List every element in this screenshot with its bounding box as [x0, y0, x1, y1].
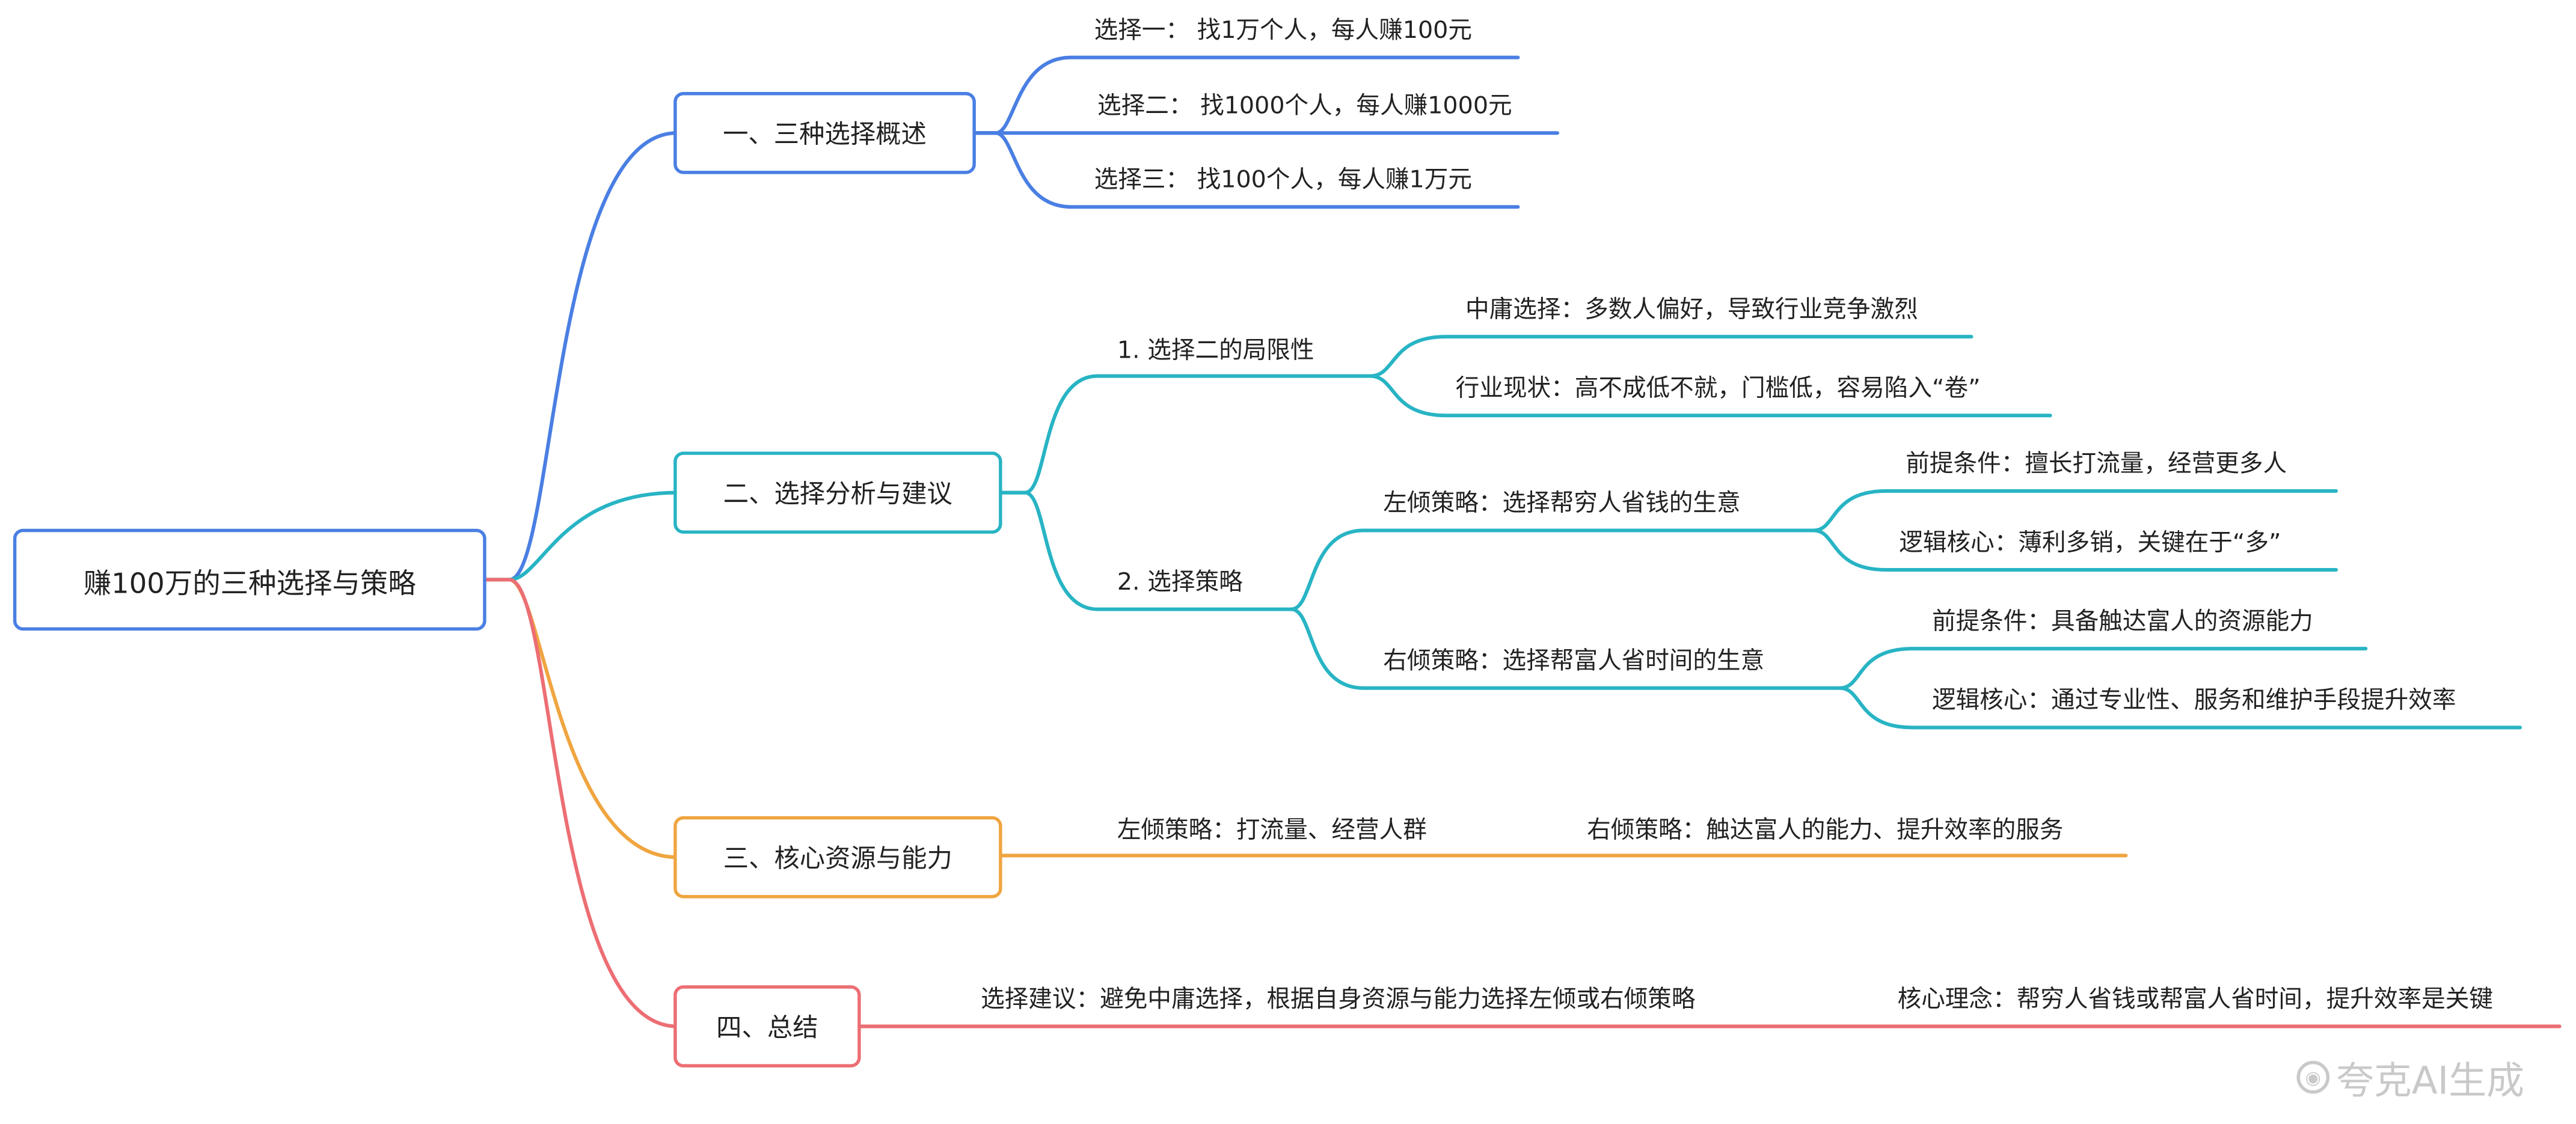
watermark: ◉ 夸克AI生成: [2296, 1049, 2524, 1105]
link-left-item2: [1812, 528, 2338, 572]
strategy-right[interactable]: 右倾策略：选择帮富人省时间的生意: [1383, 649, 1765, 675]
leaf-left-premise: 前提条件：擅长打流量，经营更多人: [1906, 451, 2287, 478]
link-sub2-left: [1289, 528, 1816, 611]
leaf-left-logic: 逻辑核心：薄利多销，关键在于“多”: [1899, 530, 2281, 557]
branch-node-summary[interactable]: 四、总结: [673, 985, 861, 1067]
branch-node-analysis[interactable]: 二、选择分析与建议: [673, 451, 1002, 534]
root-node-label: 赚100万的三种选择与策略: [83, 567, 416, 600]
leaf-choice-2: 选择二： 找1000个人，每人赚1000元: [1097, 93, 1512, 120]
leaf-right-resources: 右倾策略：触达富人的能力、提升效率的服务: [1587, 817, 2064, 845]
link-right-item1: [1838, 647, 2368, 690]
link-sub1-item1: [1368, 335, 1973, 378]
link-root-branch1: [484, 131, 679, 582]
link-right-item2: [1838, 686, 2522, 730]
link-sub1-item2: [1368, 374, 2052, 418]
leaf-middle-choice: 中庸选择：多数人偏好，导致行业竞争激烈: [1465, 297, 1918, 324]
leaf-right-premise: 前提条件：具备触达富人的资源能力: [1931, 609, 2313, 636]
leaf-right-logic: 逻辑核心：通过专业性、服务和维护手段提升效率: [1931, 688, 2456, 715]
watermark-text: 夸克AI生成: [2336, 1060, 2524, 1104]
branch-node-summary-label: 四、总结: [716, 1013, 818, 1043]
branch-node-analysis-label: 二、选择分析与建议: [723, 479, 952, 509]
leaf-core-idea: 核心理念：帮穷人省钱或帮富人省时间，提升效率是关键: [1897, 986, 2493, 1013]
strategy-left[interactable]: 左倾策略：选择帮穷人省钱的生意: [1383, 490, 1741, 518]
link-b1-item3: [972, 131, 1520, 209]
link-b2-sub1: [998, 374, 1372, 495]
leaf-choice-1: 选择一： 找1万个人，每人赚100元: [1094, 18, 1473, 44]
sub-node-strategy[interactable]: 2. 选择策略: [1117, 570, 1243, 596]
branch-node-overview[interactable]: 一、三种选择概述: [673, 91, 976, 174]
link-root-branch2: [484, 490, 679, 582]
branch-node-overview-label: 一、三种选择概述: [723, 120, 927, 150]
leaf-industry-status: 行业现状：高不成低不就，门槛低，容易陷入“卷”: [1455, 376, 1981, 403]
root-node[interactable]: 赚100万的三种选择与策略: [13, 528, 486, 631]
link-root-branch3: [484, 578, 679, 860]
sub-node-limitation[interactable]: 1. 选择二的局限性: [1117, 338, 1314, 365]
branch-node-resources-label: 三、核心资源与能力: [723, 844, 952, 874]
branch-node-resources[interactable]: 三、核心资源与能力: [673, 816, 1002, 899]
watermark-logo-icon: ◉: [2296, 1060, 2330, 1094]
link-left-item1: [1812, 489, 2338, 533]
link-root-branch4: [484, 578, 679, 1028]
leaf-choice-3: 选择三： 找100个人，每人赚1万元: [1094, 167, 1473, 194]
leaf-left-resources: 左倾策略：打流量、经营人群: [1117, 817, 1427, 845]
link-sub2-right: [1289, 607, 1842, 690]
link-b2-sub2: [998, 490, 1293, 611]
leaf-suggestion: 选择建议：避免中庸选择，根据自身资源与能力选择左倾或右倾策略: [981, 986, 1696, 1013]
